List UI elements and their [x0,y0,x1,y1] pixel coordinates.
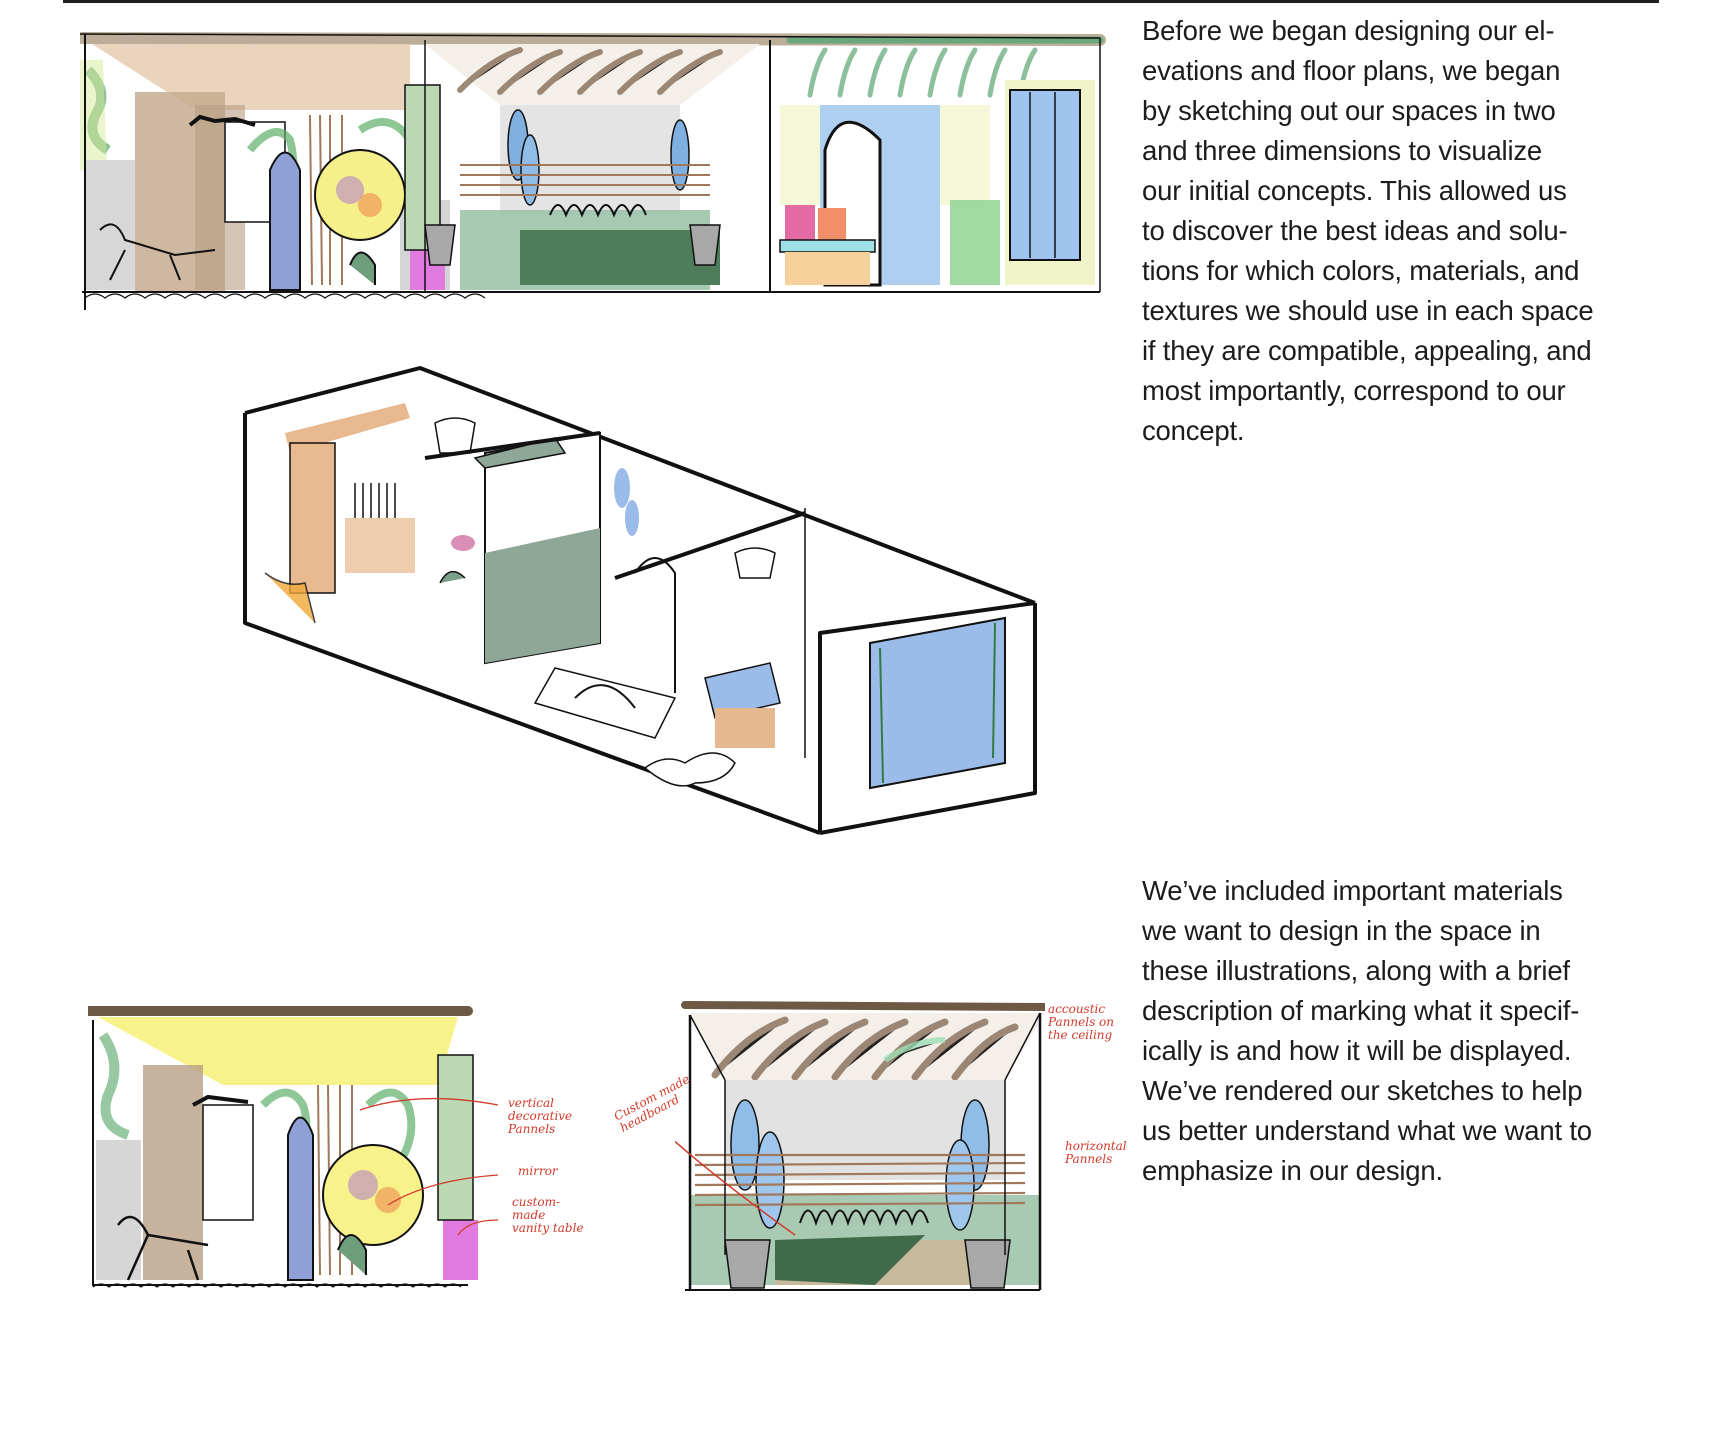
annotation-acoustic-panels: accoustic Pannels on the ceiling [1048,1003,1114,1042]
annotation-line: custom- [512,1195,561,1209]
isometric-sketch [235,358,1045,838]
annotation-line: Pannels [1065,1152,1113,1166]
text-line: by sketching out our spaces in two [1142,95,1556,126]
text-line: if they are compatible, appealing, and [1142,335,1592,366]
text-line: emphasize in our design. [1142,1155,1443,1186]
intro-paragraph: Before we began designing our el- evatio… [1142,11,1702,451]
annotation-vanity-table: custom- made vanity table [512,1196,584,1235]
vanity-elevation-sketch [88,995,500,1295]
top-rule [63,0,1659,3]
annotation-mirror: mirror [518,1165,558,1178]
annotation-line: horizontal [1065,1139,1127,1153]
annotation-line: vertical [508,1096,554,1110]
text-line: We’ve included important materials [1142,875,1563,906]
elevation-full-sketch [80,30,1110,315]
annotation-vertical-panels: vertical decorative Pannels [508,1097,572,1136]
vanity-elevation-drawing [88,1006,499,1288]
elevation-full-drawing [80,32,1106,310]
annotation-line: decorative [508,1109,573,1123]
text-line: we want to design in the space in [1142,915,1541,946]
text-line: and three dimensions to visualize [1142,135,1543,166]
text-line: to discover the best ideas and solu- [1142,215,1568,246]
text-line: our initial concepts. This allowed us [1142,175,1567,206]
text-line: these illustrations, along with a brief [1142,955,1570,986]
text-line: concept. [1142,415,1245,446]
annotation-line: made [512,1208,546,1222]
annotation-line: mirror [518,1164,558,1178]
bedroom-elevation-drawing [675,1001,1045,1291]
annotation-horizontal-panels: horizontal Pannels [1065,1140,1127,1166]
bedroom-elevation-sketch [675,995,1045,1305]
isometric-drawing [243,366,1037,835]
text-line: most importantly, correspond to our [1142,375,1566,406]
text-line: tions for which colors, materials, and [1142,255,1580,286]
text-line: evations and floor plans, we began [1142,55,1561,86]
text-line: Before we began designing our el- [1142,15,1555,46]
annotation-line: Pannels [508,1122,556,1136]
text-line: us better understand what we want to [1142,1115,1592,1146]
text-line: We’ve rendered our sketches to help [1142,1075,1583,1106]
annotation-line: the ceiling [1048,1028,1113,1042]
text-line: description of marking what it specif- [1142,995,1580,1026]
materials-paragraph: We’ve included important materials we wa… [1142,871,1702,1191]
text-line: ically is and how it will be displayed. [1142,1035,1572,1066]
annotation-line: vanity table [512,1221,584,1235]
text-line: textures we should use in each space [1142,295,1594,326]
annotation-line: accoustic [1048,1002,1106,1016]
annotation-line: Pannels on [1048,1015,1115,1029]
